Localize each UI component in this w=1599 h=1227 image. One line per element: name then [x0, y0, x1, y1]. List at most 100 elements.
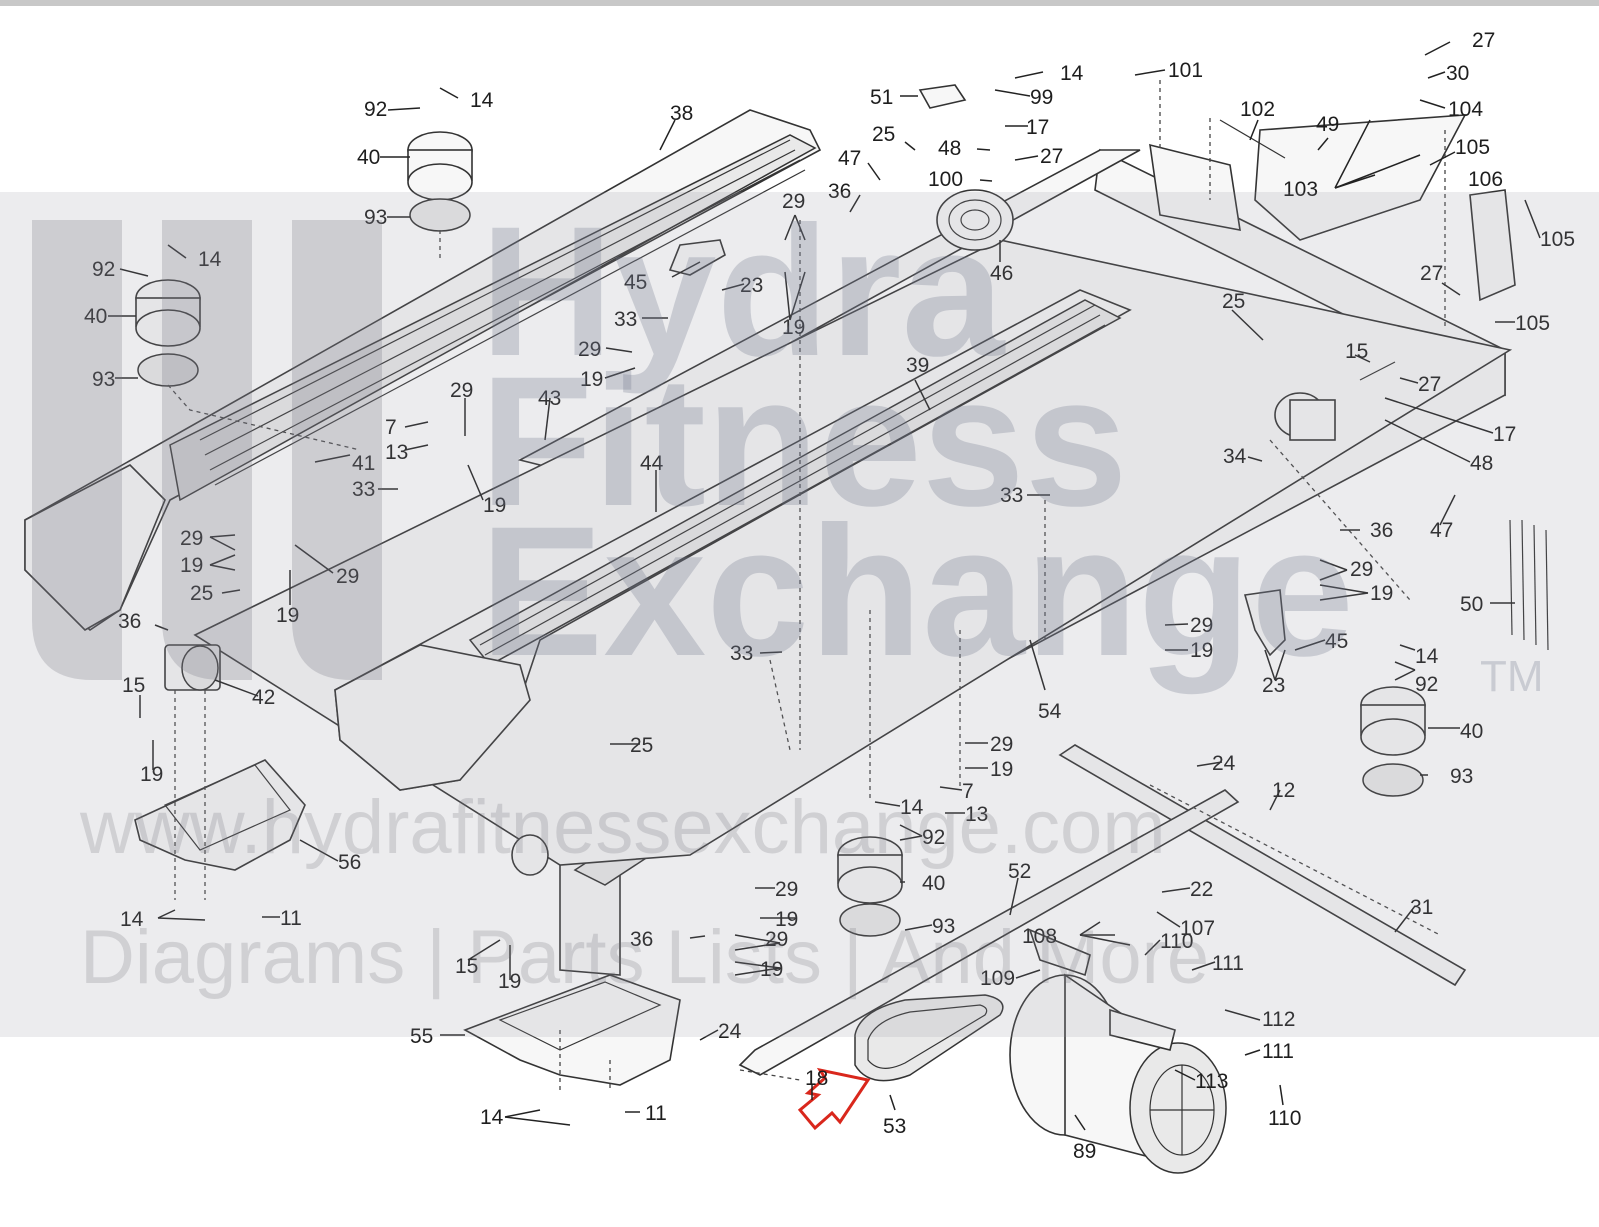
callout-14: 14	[470, 89, 494, 112]
callout-89: 89	[1073, 1140, 1096, 1163]
foot-rail-39-grill	[479, 304, 1106, 666]
motor-bracket-109	[1028, 928, 1091, 977]
callout-30: 30	[1446, 62, 1469, 85]
callout-36: 36	[118, 610, 141, 633]
callout-19: 19	[580, 368, 603, 391]
callout-99: 99	[1030, 86, 1053, 109]
callout-48: 48	[938, 137, 961, 160]
leader-lines	[108, 41, 1541, 1131]
callout-19: 19	[782, 316, 805, 339]
callout-29: 29	[336, 565, 359, 588]
callout-105: 105	[1540, 228, 1575, 251]
callout-29: 29	[1350, 558, 1373, 581]
callout-36: 36	[630, 928, 653, 951]
callout-13: 13	[385, 441, 408, 464]
callout-92: 92	[922, 826, 945, 849]
callout-36: 36	[1370, 519, 1393, 542]
callout-14: 14	[1060, 62, 1084, 85]
callout-53: 53	[883, 1115, 906, 1138]
callout-13: 13	[965, 803, 988, 826]
frame-bracket	[1149, 143, 1241, 231]
callout-105: 105	[1515, 312, 1550, 335]
callout-48: 48	[1470, 452, 1493, 475]
callout-14: 14	[480, 1106, 504, 1129]
callout-15: 15	[1345, 340, 1368, 363]
callout-110: 110	[1268, 1107, 1301, 1130]
callout-23: 23	[1262, 674, 1285, 697]
callout-40: 40	[357, 146, 380, 169]
deck-44	[193, 239, 1513, 866]
pulley-46	[936, 189, 1014, 251]
callout-19: 19	[483, 494, 506, 517]
callout-92: 92	[364, 98, 387, 121]
callout-92: 92	[92, 258, 115, 281]
callout-25: 25	[630, 734, 653, 757]
callout-43: 43	[538, 387, 561, 410]
callout-22: 22	[1190, 878, 1213, 901]
callout-110: 110	[1160, 930, 1193, 953]
callout-93: 93	[364, 206, 387, 229]
callout-33: 33	[730, 642, 753, 665]
callout-29: 29	[1190, 614, 1213, 637]
callout-19: 19	[990, 758, 1013, 781]
callout-49: 49	[1316, 113, 1339, 136]
callout-55: 55	[410, 1025, 433, 1048]
foot-rail-38-grill	[199, 139, 806, 486]
callout-25: 25	[1222, 290, 1245, 313]
callout-106: 106	[1468, 168, 1503, 191]
callout-113: 113	[1195, 1070, 1228, 1093]
callout-100: 100	[928, 168, 963, 191]
callout-19: 19	[276, 604, 299, 627]
callout-93: 93	[92, 368, 115, 391]
callout-34: 34	[1223, 445, 1247, 468]
callout-19: 19	[1190, 639, 1213, 662]
callout-25: 25	[872, 123, 895, 146]
callout-19: 19	[498, 970, 521, 993]
callout-33: 33	[614, 308, 637, 331]
motor-mount-113	[1109, 1008, 1176, 1051]
callout-45: 45	[1325, 630, 1348, 653]
cushion-stack-upper-left	[407, 131, 473, 232]
callout-92: 92	[1415, 673, 1438, 696]
alignment-lines	[167, 80, 1446, 1090]
callout-27: 27	[1472, 29, 1495, 52]
callout-7: 7	[385, 416, 397, 439]
callout-29: 29	[990, 733, 1013, 756]
bracket-45-right	[1243, 589, 1286, 657]
cushion-stack-left	[135, 279, 201, 387]
callout-103: 103	[1283, 178, 1318, 201]
callout-29: 29	[180, 527, 203, 550]
callout-40: 40	[1460, 720, 1483, 743]
callout-12: 12	[1272, 779, 1295, 802]
callout-labels: 38 92 14 40 93 92 14 40 93 51 14 99 101 …	[84, 29, 1575, 1163]
callout-44: 44	[640, 452, 664, 475]
callout-17: 17	[1026, 116, 1049, 139]
zip-ties-50	[1509, 519, 1549, 651]
callout-14: 14	[1415, 645, 1439, 668]
cushion-stack-center	[837, 836, 903, 937]
callout-50: 50	[1460, 593, 1483, 616]
rear-roller-42	[164, 644, 221, 691]
callout-105: 105	[1455, 136, 1490, 159]
controller-cover-106	[1469, 189, 1516, 302]
callout-38: 38	[670, 102, 693, 125]
callout-27: 27	[1420, 262, 1443, 285]
callout-29: 29	[782, 190, 805, 213]
drive-belt-53	[854, 994, 1004, 1082]
callout-24: 24	[718, 1020, 742, 1043]
callout-107: 107	[1180, 917, 1215, 940]
callout-27: 27	[1040, 145, 1063, 168]
bolt-15-upper	[1359, 361, 1396, 381]
callout-18: 18	[805, 1067, 828, 1090]
callout-11: 11	[645, 1102, 667, 1125]
callout-39: 39	[906, 354, 929, 377]
callout-47: 47	[1430, 519, 1453, 542]
callout-29: 29	[765, 928, 788, 951]
callout-11: 11	[280, 907, 302, 930]
callout-40: 40	[84, 305, 107, 328]
callout-112: 112	[1262, 1008, 1295, 1031]
front-roller	[1274, 392, 1336, 441]
callout-45: 45	[624, 271, 647, 294]
callout-33: 33	[1000, 484, 1023, 507]
